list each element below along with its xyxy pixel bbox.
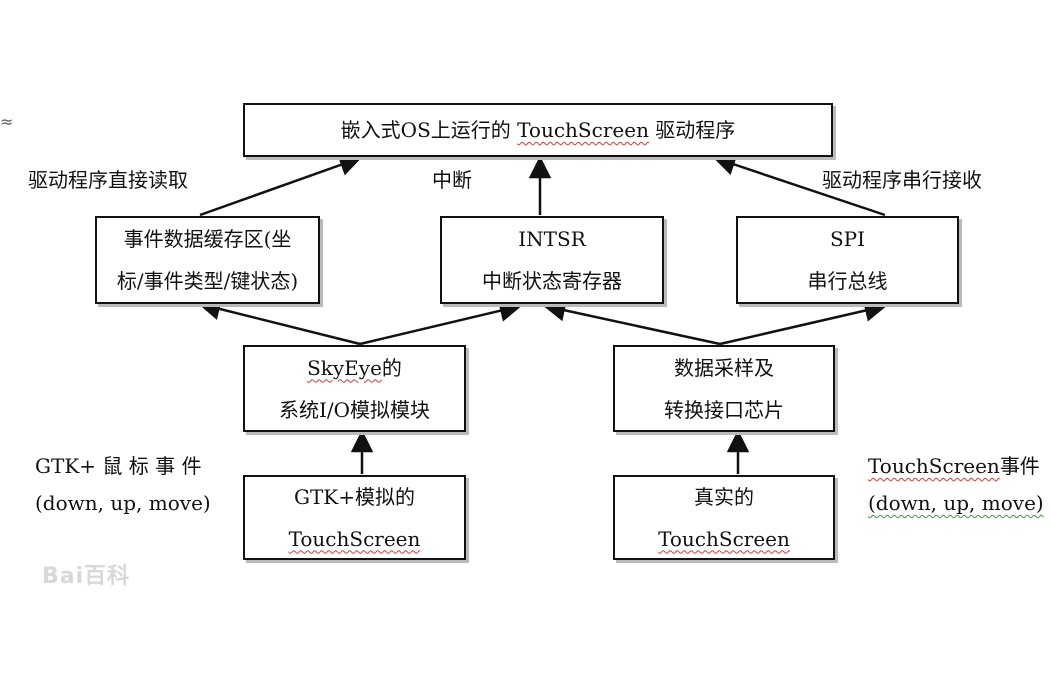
adc-line1: 数据采样及 xyxy=(674,355,774,380)
driver-box: 嵌入式OS上运行的 TouchScreen 驱动程序 xyxy=(243,103,833,157)
spi-box: SPI 串行总线 xyxy=(736,216,959,304)
label-direct-read: 驱动程序直接读取 xyxy=(28,168,188,192)
driver-box-text-c: 驱动程序 xyxy=(648,118,736,142)
watermark-logo: Bai百科 xyxy=(42,564,131,589)
intsr-line2: 中断状态寄存器 xyxy=(482,269,622,293)
label-gtk-event-title: GTK+ 鼠 标 事 件 xyxy=(35,454,202,478)
real-touchscreen-line2: TouchScreen xyxy=(658,526,790,551)
label-interrupt: 中断 xyxy=(432,168,472,192)
label-gtk-event-args: (down, up, move) xyxy=(35,491,211,515)
event-buffer-line2: 标/事件类型/键状态) xyxy=(116,269,299,293)
skyeye-line2: 系统I/O模拟模块 xyxy=(278,397,431,422)
arrow-buffer-to-top xyxy=(199,154,363,217)
real-touchscreen-box: 真实的 TouchScreen xyxy=(613,475,835,560)
label-ts-event-args: (down, up, move) xyxy=(868,489,1044,517)
arrow-skyeye-to-intsr xyxy=(359,299,523,346)
spi-line1: SPI xyxy=(829,227,866,251)
adc-line2: 转换接口芯片 xyxy=(664,397,784,422)
arrow-spi-to-top xyxy=(712,153,886,217)
arrow-adc-to-intsr xyxy=(542,299,721,346)
skyeye-line1-a: SkyEye xyxy=(307,355,382,380)
skyeye-box: SkyEye的 系统I/O模拟模块 xyxy=(243,345,466,432)
label-ts-event-args-text: (down, up, move) xyxy=(868,491,1044,515)
gtk-touchscreen-line2: TouchScreen xyxy=(288,526,421,551)
label-ts-event-b: 事件 xyxy=(999,454,1040,478)
corner-mark: ≈ xyxy=(0,112,14,131)
label-ts-event-a: TouchScreen xyxy=(868,454,1000,478)
arrow-adc-to-spi xyxy=(719,299,888,346)
intsr-line1: INTSR xyxy=(518,227,586,251)
intsr-box: INTSR 中断状态寄存器 xyxy=(440,216,664,304)
gtk-touchscreen-line1: GTK+模拟的 xyxy=(293,484,415,509)
real-touchscreen-line1: 真实的 xyxy=(694,484,754,509)
label-ts-event-title: TouchScreen事件 xyxy=(868,452,1040,480)
gtk-touchscreen-box: GTK+模拟的 TouchScreen xyxy=(243,475,466,560)
event-buffer-box: 事件数据缓存区(坐 标/事件类型/键状态) xyxy=(95,216,320,304)
label-serial-receive: 驱动程序串行接收 xyxy=(822,168,982,192)
event-buffer-line1: 事件数据缓存区(坐 xyxy=(123,227,292,251)
driver-box-text-a: 嵌入式OS上运行的 xyxy=(340,118,518,142)
skyeye-line1-b: 的 xyxy=(381,355,402,380)
driver-box-text-b: TouchScreen xyxy=(517,118,649,142)
spi-line2: 串行总线 xyxy=(807,269,888,293)
arrow-skyeye-to-buffer xyxy=(197,297,361,346)
adc-box: 数据采样及 转换接口芯片 xyxy=(613,345,835,432)
